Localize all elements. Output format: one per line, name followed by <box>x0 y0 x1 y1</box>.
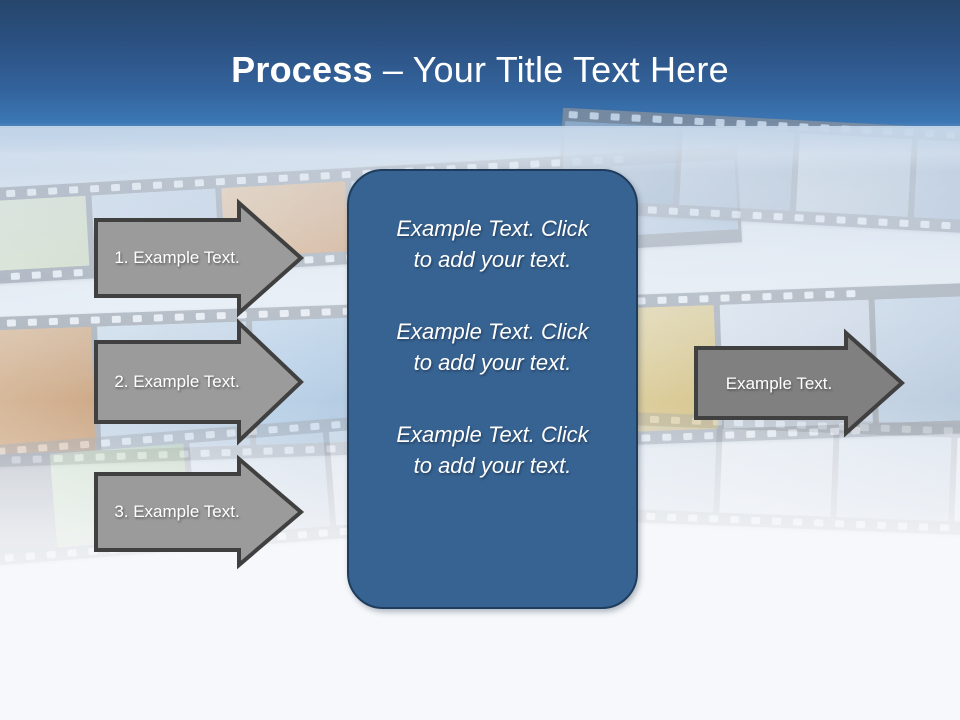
slide-title-remainder: – Your Title Text Here <box>372 49 729 90</box>
slide-title-emphasis: Process <box>231 49 373 90</box>
input-arrow-3-shape <box>94 454 305 570</box>
output-arrow[interactable]: Example Text. <box>694 328 906 438</box>
process-center-box[interactable]: Example Text. Click to add your text. Ex… <box>347 169 638 609</box>
output-arrow-shape <box>694 328 906 438</box>
input-arrow-3[interactable]: 3. Example Text. <box>94 454 305 570</box>
input-arrow-2[interactable]: 2. Example Text. <box>94 318 304 446</box>
center-box-paragraph-3: Example Text. Click to add your text. <box>396 422 589 478</box>
center-box-paragraph-1: Example Text. Click to add your text. <box>396 216 589 272</box>
input-arrow-1-shape <box>94 198 305 318</box>
slide-title: Process – Your Title Text Here <box>0 48 960 92</box>
center-box-paragraph-2: Example Text. Click to add your text. <box>396 319 589 375</box>
input-arrow-1[interactable]: 1. Example Text. <box>94 198 305 318</box>
background-top-fade <box>0 126 960 172</box>
input-arrow-2-shape <box>94 318 304 446</box>
